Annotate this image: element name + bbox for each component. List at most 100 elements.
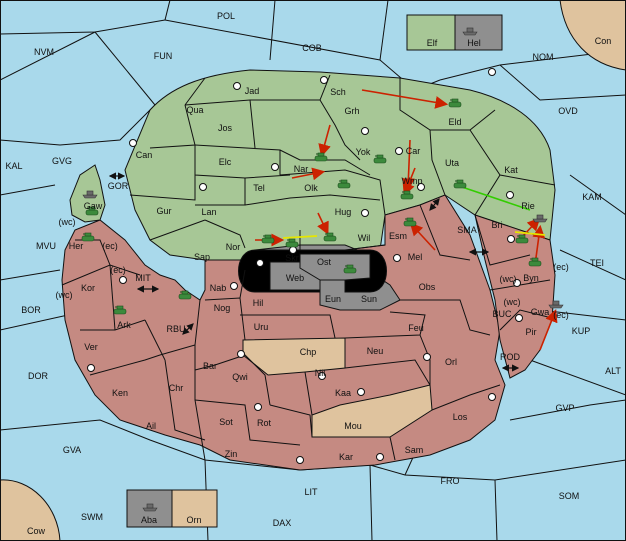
land-label-rie: Rie	[521, 201, 535, 211]
island-labels: Elf Hel Con Cow Aba Orn	[27, 36, 611, 536]
land-label-gaw: Gaw	[84, 201, 103, 211]
island-hel[interactable]	[454, 14, 503, 51]
land-label-nog: Nog	[214, 303, 231, 313]
region-east-arm[interactable]	[474, 214, 556, 379]
tank-icon[interactable]	[261, 234, 275, 244]
internal-borders	[61, 74, 556, 461]
sea-label-gor: GOR	[108, 181, 129, 191]
sea-label-tei: TEI	[590, 258, 604, 268]
land-label-gwa: Gwa	[531, 307, 550, 317]
sea-label-gva: GVA	[63, 445, 81, 455]
coast-mark: (wc)	[56, 290, 73, 300]
tank-icon[interactable]	[528, 257, 542, 267]
supply-center-icon	[376, 453, 384, 461]
coast-mark: (ec)	[110, 265, 126, 275]
land-label-chr: Chr	[169, 383, 184, 393]
tank-icon[interactable]	[323, 232, 337, 242]
land-label-yok: Yok	[356, 147, 371, 157]
ship-icon[interactable]	[142, 503, 158, 512]
supply-center-icon	[488, 68, 496, 76]
sea-label-gvp: GVP	[555, 403, 574, 413]
sea-label-bor: BOR	[21, 305, 41, 315]
tank-icon[interactable]	[81, 232, 95, 242]
tank-icon[interactable]	[85, 206, 99, 216]
island-orn[interactable]	[171, 489, 218, 528]
tank-icon[interactable]	[373, 154, 387, 164]
tank-icon[interactable]	[337, 179, 351, 189]
land-label-tel: Tel	[253, 183, 265, 193]
island-label-orn: Orn	[186, 515, 201, 525]
supply-center-icon	[254, 403, 262, 411]
ship-icon[interactable]	[462, 27, 478, 36]
land-label-her: Her	[69, 241, 84, 251]
land-regions[interactable]	[61, 69, 556, 471]
supply-center-icon	[318, 372, 326, 380]
tank-icon[interactable]	[178, 290, 192, 300]
supply-center-icon	[256, 259, 264, 267]
supply-center-icon	[296, 456, 304, 464]
land-label-mou: Mou	[344, 421, 362, 431]
sea-label-dor: DOR	[28, 371, 49, 381]
tank-icon[interactable]	[314, 152, 328, 162]
sea-label-kal: KAL	[5, 161, 22, 171]
supply-center-icon	[513, 279, 521, 287]
supply-center-icon	[199, 183, 207, 191]
ship-icon[interactable]	[82, 190, 98, 199]
supply-center-icon	[233, 82, 241, 90]
land-label-feu: Feu	[408, 323, 424, 333]
land-label-ail: Ail	[146, 421, 156, 431]
land-label-kor: Kor	[81, 283, 95, 293]
land-label-esm: Esm	[389, 231, 407, 241]
land-label-sap: Sap	[194, 252, 210, 262]
sea-labels: POL NVM FUN COB NOM OVD KAL GVG GOR KAM …	[5, 11, 621, 528]
tank-icon[interactable]	[113, 305, 127, 315]
island-label-cow: Cow	[27, 526, 46, 536]
land-label-sch: Sch	[330, 87, 346, 97]
tank-icon[interactable]	[448, 98, 462, 108]
coast-mark: (ec)	[553, 310, 569, 320]
double-arrow-icon	[182, 323, 194, 335]
land-label-obs: Obs	[419, 282, 436, 292]
land-label-gur: Gur	[156, 206, 171, 216]
sea-label-kam: KAM	[582, 192, 602, 202]
sea-label-som: SOM	[559, 491, 580, 501]
supply-center-icon	[393, 254, 401, 262]
units[interactable]	[81, 27, 564, 512]
supply-center-icon	[506, 191, 514, 199]
tank-icon[interactable]	[400, 190, 414, 200]
land-label-bar: Bar	[203, 361, 217, 371]
coast-mark: (wc)	[504, 297, 521, 307]
tank-icon[interactable]	[453, 179, 467, 189]
island-label-aba: Aba	[141, 515, 157, 525]
land-label-skr: Skr	[285, 253, 299, 263]
sea-label-cob: COB	[302, 43, 322, 53]
coast-marks: (wc) (ec) (ec) (wc) (wc) (ec) (wc) (ec)	[56, 217, 569, 320]
sea-label-gvg: GVG	[52, 156, 72, 166]
supply-center-icon	[361, 127, 369, 135]
land-label-wmp: Wmp	[402, 176, 423, 186]
ship-icon[interactable]	[532, 214, 548, 223]
ship-icon[interactable]	[548, 300, 564, 309]
land-label-orl: Orl	[445, 357, 457, 367]
sea-label-lit: LIT	[304, 487, 318, 497]
tank-icon[interactable]	[403, 217, 417, 227]
tank-icon[interactable]	[515, 234, 529, 244]
land-label-bri: Bri	[492, 220, 503, 230]
order-arrows	[255, 89, 558, 351]
region-ost-inner[interactable]	[299, 253, 371, 281]
region-mou[interactable]	[311, 384, 433, 438]
tank-icon[interactable]	[343, 264, 357, 274]
sea-label-kup: KUP	[572, 326, 591, 336]
supply-center-icon	[87, 364, 95, 372]
island-elf[interactable]	[406, 14, 456, 51]
supply-center-icon	[395, 147, 403, 155]
land-label-ost: Ost	[317, 257, 332, 267]
sea-label-pol: POL	[217, 11, 235, 21]
supply-center-icon	[515, 314, 523, 322]
land-label-qua: Qua	[186, 105, 203, 115]
land-label-lan: Lan	[201, 207, 216, 217]
tank-icon[interactable]	[285, 238, 299, 248]
land-label-kaa: Kaa	[335, 388, 351, 398]
